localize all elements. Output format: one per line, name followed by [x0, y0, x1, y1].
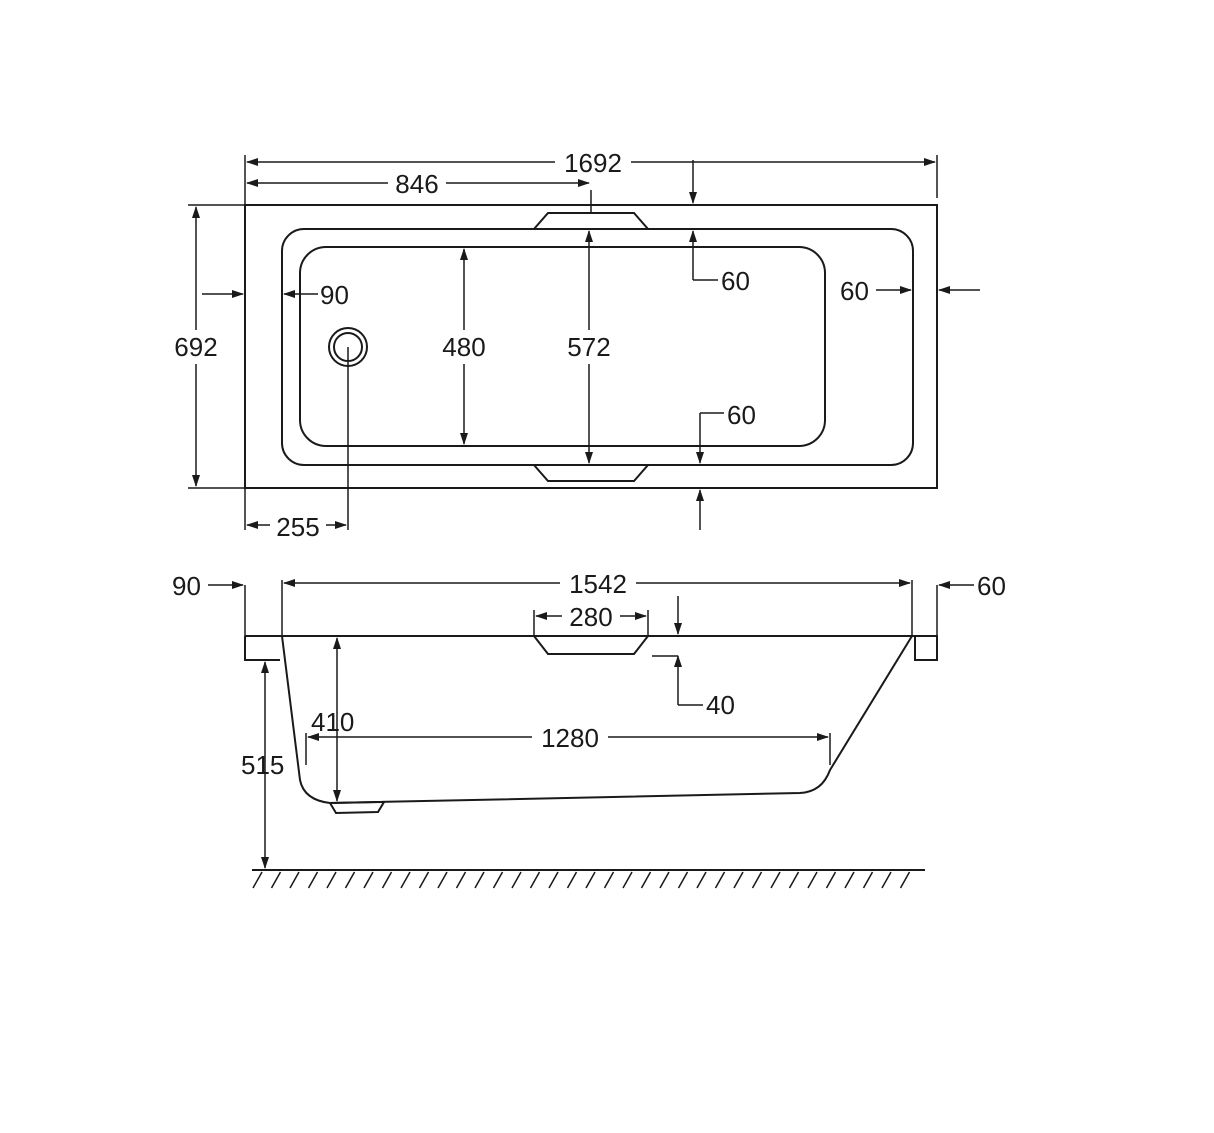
- hatch-mark: [640, 871, 652, 889]
- dim-end-rim-left: 90: [320, 280, 349, 310]
- hatch-mark: [437, 871, 448, 889]
- hatch-mark: [807, 871, 818, 889]
- hatch-mark: [548, 871, 559, 889]
- dim-waste-offset: 255: [276, 512, 319, 542]
- dim-handle-to-handle: 572: [567, 332, 610, 362]
- dim-side-rim-bottom: 60: [727, 400, 756, 430]
- hatch-mark: [714, 871, 726, 889]
- hatch-mark: [622, 871, 633, 889]
- dim-bottom-length: 1280: [541, 723, 599, 753]
- hatch-mark: [733, 871, 744, 889]
- dim-side-rim-top: 60: [721, 266, 750, 296]
- hatch-mark: [603, 871, 615, 889]
- dim-side-rim-left: 90: [172, 571, 201, 601]
- tub-foot: [328, 800, 386, 815]
- dim-handle-width: 280: [569, 602, 612, 632]
- rim-right: [245, 635, 938, 661]
- handle-profile: [531, 635, 651, 655]
- hatch-mark: [363, 871, 374, 889]
- dim-overall-length: 1692: [564, 148, 622, 178]
- tub-basin: [299, 246, 826, 447]
- dim-handle-depth: 40: [706, 690, 735, 720]
- dim-half-length: 846: [395, 169, 438, 199]
- hatch-mark: [751, 871, 763, 889]
- hatch-mark: [400, 871, 411, 889]
- hatch-mark: [862, 871, 874, 889]
- dim-end-rim-right: 60: [840, 276, 869, 306]
- hatch-mark: [825, 871, 837, 889]
- hatch-mark: [529, 871, 541, 889]
- hatch-mark: [899, 871, 911, 889]
- tub-body-profile: [281, 635, 913, 805]
- hatch-mark: [677, 871, 689, 889]
- hatch-mark: [474, 871, 485, 889]
- handle-bottom: [531, 464, 651, 482]
- hatch-mark: [381, 871, 393, 889]
- hatch-mark: [696, 871, 707, 889]
- hatch-mark: [326, 871, 337, 889]
- hatch-mark: [307, 871, 319, 889]
- hatch-mark: [270, 871, 282, 889]
- dim-floor-height: 515: [241, 750, 284, 780]
- hatch-mark: [659, 871, 670, 889]
- top-view-dimensions: 1692 846 692 90 60 60 60 480 5: [168, 146, 980, 542]
- hatch-mark: [881, 871, 892, 889]
- hatch-mark: [770, 871, 781, 889]
- dim-inner-width: 480: [442, 332, 485, 362]
- hatch-mark: [455, 871, 467, 889]
- hatch-mark: [788, 871, 800, 889]
- dim-overall-width: 692: [174, 332, 217, 362]
- hatch-mark: [418, 871, 430, 889]
- handle-top: [531, 212, 651, 230]
- hatch-mark: [511, 871, 522, 889]
- hatch-mark: [289, 871, 300, 889]
- hatch-mark: [492, 871, 504, 889]
- hatch-mark: [585, 871, 596, 889]
- floor-hatching: [252, 871, 911, 889]
- hatch-mark: [252, 871, 263, 889]
- side-view: [244, 635, 938, 889]
- dim-side-rim-right: 60: [977, 571, 1006, 601]
- hatch-mark: [566, 871, 578, 889]
- side-view-dimensions: 90 60 1542 280 40 1280 410 515: [172, 567, 1006, 869]
- dim-top-length: 1542: [569, 569, 627, 599]
- rim-left: [244, 636, 280, 661]
- hatch-mark: [844, 871, 855, 889]
- dim-inner-depth: 410: [311, 707, 354, 737]
- hatch-mark: [344, 871, 356, 889]
